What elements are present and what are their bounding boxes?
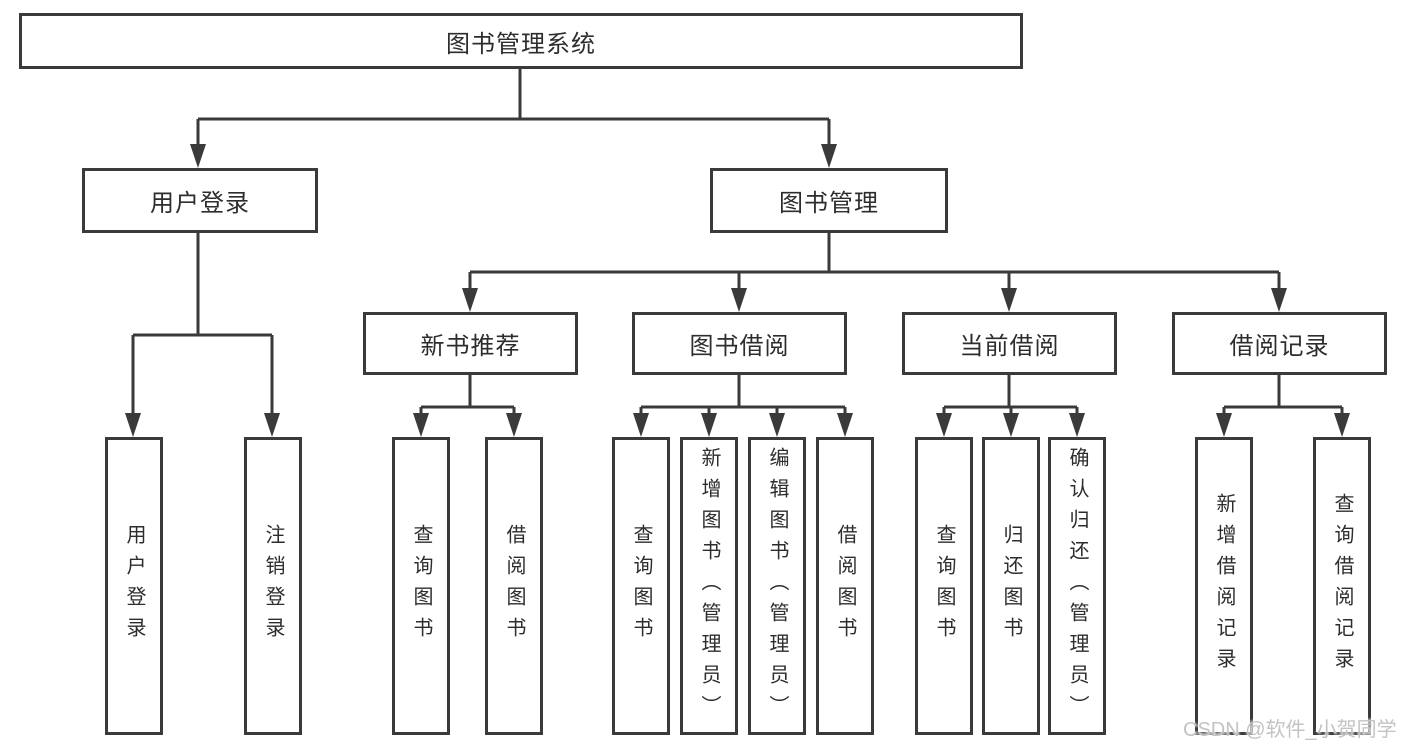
- node-book-management: 图书管理: [710, 168, 948, 233]
- node-user-login: 用户登录: [82, 168, 318, 233]
- leaf-recommend-borrow-books: 借阅图书: [485, 437, 543, 735]
- leaf-current-query-books: 查询图书: [915, 437, 973, 735]
- node-book-borrowing: 图书借阅: [632, 312, 847, 375]
- leaf-borrowing-borrow-books: 借阅图书: [816, 437, 874, 735]
- leaf-recommend-query-books: 查询图书: [392, 437, 450, 735]
- leaf-records-query-record: 查询借阅记录: [1313, 437, 1371, 735]
- node-new-book-recommend: 新书推荐: [363, 312, 578, 375]
- leaf-logout: 注销登录: [244, 437, 302, 735]
- node-current-borrowing: 当前借阅: [902, 312, 1117, 375]
- leaf-borrowing-edit-books-admin: 编辑图书（管理员）: [748, 437, 806, 735]
- leaf-current-return-books: 归还图书: [982, 437, 1040, 735]
- csdn-watermark: CSDN @软件_小贺同学: [1183, 719, 1397, 741]
- node-root-system: 图书管理系统: [19, 13, 1023, 69]
- node-borrowing-records: 借阅记录: [1172, 312, 1387, 375]
- leaf-borrowing-add-books-admin: 新增图书（管理员）: [680, 437, 738, 735]
- leaf-borrowing-query-books: 查询图书: [612, 437, 670, 735]
- leaf-records-add-record: 新增借阅记录: [1195, 437, 1253, 735]
- leaf-user-login: 用户登录: [105, 437, 163, 735]
- leaf-current-confirm-return-admin: 确认归还（管理员）: [1048, 437, 1106, 735]
